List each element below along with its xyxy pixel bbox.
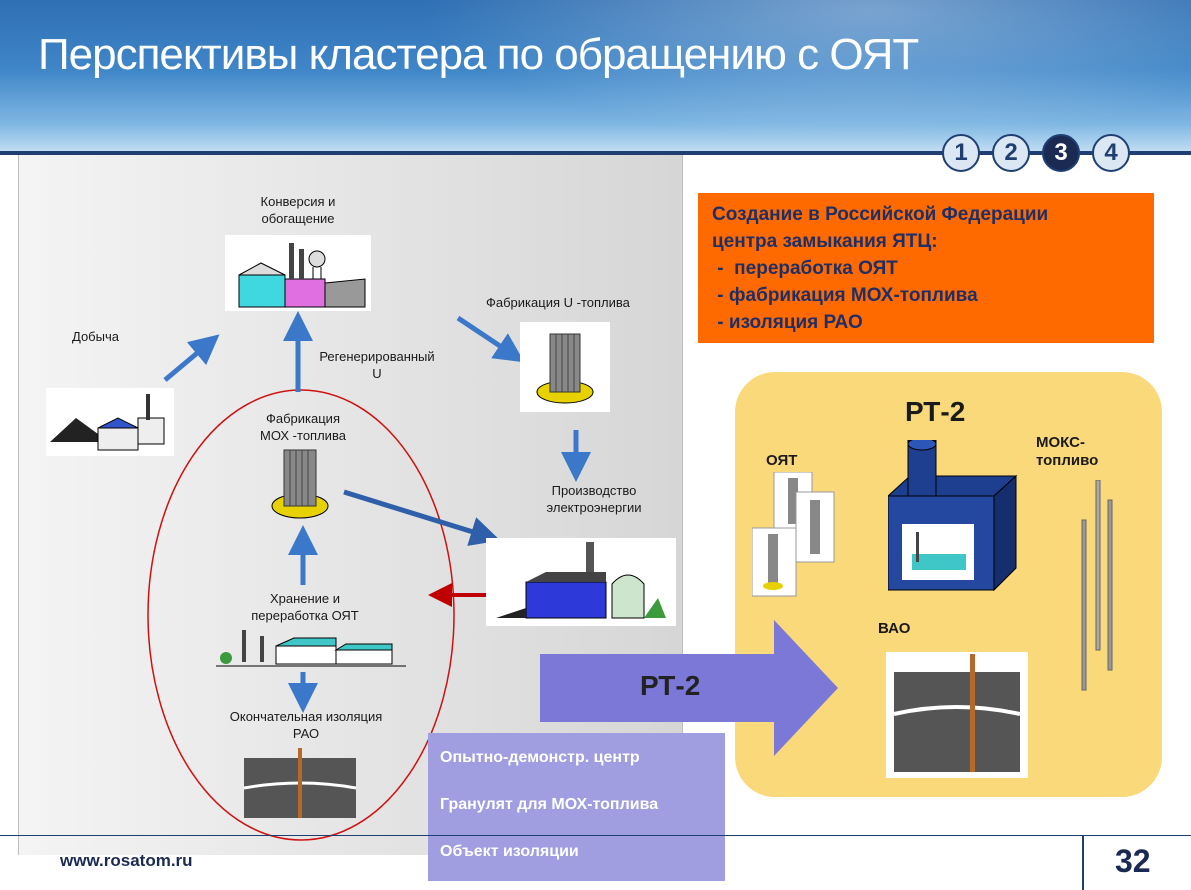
mox-fuel-assembly-image	[262, 446, 338, 524]
component-demo-center: Опытно-демонстр. центр	[440, 749, 640, 766]
step-2-button[interactable]: 2	[992, 134, 1030, 172]
vao-label: ВАО	[878, 620, 911, 637]
rt2-components-box: Опытно-демонстр. центр Гранулят для МОХ-…	[428, 733, 725, 881]
mox-fuel-rods-image	[1072, 479, 1122, 696]
mining-label: Добыча	[72, 329, 119, 344]
arrow-to-u-fuel	[456, 315, 525, 363]
isolation-label: Окончательная изоляция РАО	[229, 709, 383, 741]
closure-line-1: Создание в Российской Федерации	[712, 204, 1049, 225]
power-label: Производство электроэнергии	[546, 483, 642, 515]
header-divider	[0, 151, 1191, 155]
step-navigation: 1 2 3 4	[942, 134, 1130, 172]
oyat-label: ОЯТ	[766, 452, 798, 469]
rt2-big-arrow	[540, 620, 838, 756]
website-link[interactable]: www.rosatom.ru	[60, 851, 193, 870]
isolation-repository-image	[243, 748, 357, 820]
closed-cycle-ellipse	[147, 389, 455, 841]
arrow-mox-to-power	[343, 489, 501, 546]
rt2-title: РТ-2	[905, 396, 966, 427]
closure-line-2: центра замыкания ЯТЦ:	[712, 231, 938, 252]
closure-line-5: - изоляция РАО	[712, 312, 863, 333]
conversion-label: Конверсия и обогащение	[260, 194, 336, 226]
step-4-button[interactable]: 4	[1092, 134, 1130, 172]
spent-fuel-cards	[751, 471, 838, 598]
storage-label: Хранение и переработка ОЯТ	[251, 591, 359, 623]
closure-line-4: - фабрикация МОХ-топлива	[712, 285, 978, 306]
u-fuel-assembly-image	[520, 322, 610, 412]
footer-page-divider	[1082, 836, 1084, 890]
closure-center-box: Создание в Российской Федерации центра з…	[698, 193, 1154, 343]
power-plant-image	[486, 538, 676, 626]
storage-plant-image	[216, 624, 406, 670]
mining-image	[46, 388, 174, 456]
u-fuel-label: Фабрикация U -топлива	[486, 295, 630, 310]
component-mox-granulate: Гранулят для МОХ-топлива	[440, 796, 659, 813]
arrow-mining-to-conversion	[163, 334, 220, 382]
component-isolation-object: Объект изоляции	[440, 843, 579, 860]
vao-repository-image	[886, 652, 1028, 778]
footer-divider	[0, 835, 1191, 836]
step-1-button[interactable]: 1	[942, 134, 980, 172]
page-number: 32	[1115, 843, 1151, 879]
rt2-arrow-label: РТ-2	[640, 670, 701, 701]
regen-u-label: Регенерированный U	[319, 349, 435, 381]
conversion-plant-image	[225, 235, 371, 311]
header-banner	[0, 0, 1191, 155]
moks-label: МОКС- топливо	[1036, 434, 1099, 469]
mox-fab-label: Фабрикация МОХ -топлива	[260, 411, 346, 443]
rt2-cube-image	[886, 437, 1018, 592]
step-3-button[interactable]: 3	[1042, 134, 1080, 172]
closure-line-3: - переработка ОЯТ	[712, 258, 898, 279]
page-title: Перспективы кластера по обращению с ОЯТ	[38, 30, 919, 79]
